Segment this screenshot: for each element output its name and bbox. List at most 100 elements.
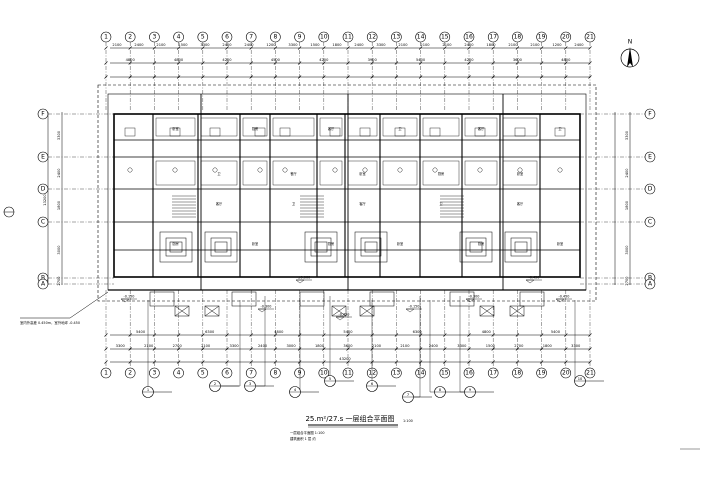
dim-text-right: 2400 — [625, 168, 629, 178]
dim-text-top-1: 2400 — [134, 43, 144, 47]
axis-bubble-top-label: 18 — [514, 34, 522, 41]
axis-bubble-left-label: C — [41, 219, 45, 226]
dim-text-top-1: 2100 — [508, 43, 518, 47]
axis-bubble-bottom-label: 9 — [298, 370, 302, 377]
axis-bubble-top: 15 — [439, 31, 451, 43]
axis-bubble-top-label: 20 — [562, 34, 570, 41]
axis-bubble-bottom-label: 17 — [489, 370, 497, 377]
dim-text-bottom-1: 1800 — [315, 344, 325, 348]
elevation-mark: -0.300 — [257, 305, 274, 313]
window-box-x — [174, 305, 190, 317]
dim-text-left: 3000 — [57, 245, 61, 255]
sofa-set — [504, 231, 538, 263]
window-box-x — [331, 305, 347, 317]
dim-text-top-1: 2100 — [112, 43, 122, 47]
detail-callout: 4 — [289, 300, 319, 398]
axis-bubble-left-label: A — [41, 281, 46, 288]
axis-bubble-top-label: 14 — [417, 34, 425, 41]
axis-bubble-top: 17 — [487, 31, 499, 43]
axis-bubble-bottom-label: 4 — [177, 370, 181, 377]
detail-callout: 5 — [324, 296, 354, 387]
detail-callout: 8 — [429, 300, 464, 398]
drawing-scale: 1:100 — [403, 419, 413, 423]
axis-bubble-top-label: 9 — [298, 34, 302, 41]
dim-text-bottom-1: 1800 — [543, 344, 553, 348]
dim-text-right: 3300 — [625, 130, 629, 140]
room-label: 卧室 — [172, 126, 178, 131]
room-label: 卫 — [558, 127, 562, 131]
drawing-subnote-1: 一层组合平面图 1:100 — [290, 430, 325, 435]
dim-text-bottom-1: 2100 — [372, 344, 382, 348]
dim-text-top-2: 4200 — [222, 58, 232, 62]
axis-bubble-top: 1 — [100, 31, 112, 43]
fixtures — [124, 127, 566, 317]
axis-bubble-top-label: 12 — [368, 34, 376, 41]
dim-text-top-2: 3600 — [513, 58, 523, 62]
room-label: 卫 — [398, 127, 402, 131]
dim-text-top-1: 2400 — [574, 43, 584, 47]
elevation-mark: -0.450 — [555, 295, 572, 303]
axis-bubble-bottom-label: 16 — [465, 370, 473, 377]
axis-bubble-top: 6 — [221, 31, 233, 43]
section-bubble-left — [3, 206, 15, 218]
axis-bubble-bottom-label: 1 — [104, 370, 108, 377]
axis-bubble-right-label: C — [648, 219, 652, 226]
elevation-marks: -0.150-0.300-0.450-0.150-0.300-0.450±0.0… — [120, 276, 572, 321]
axis-bubble-top-label: 1 — [104, 34, 108, 41]
detail-callout-label: 1 — [147, 388, 149, 392]
dim-text-bottom-2: 5400 — [136, 330, 146, 334]
stair — [300, 195, 324, 218]
axis-bubble-right: C — [644, 216, 656, 228]
elevation-mark: ±0.000 — [295, 276, 312, 284]
stair — [440, 195, 464, 218]
axis-bubble-right-label: D — [648, 186, 653, 193]
axis-bubble-left-label: E — [41, 154, 45, 161]
axis-bubble-bottom: 16 — [463, 367, 475, 379]
axis-bubble-top-label: 3 — [152, 34, 156, 41]
dim-text-left: 3300 — [57, 130, 61, 140]
axis-bubble-bottom-label: 6 — [225, 370, 229, 377]
axis-bubble-bottom-label: 18 — [514, 370, 522, 377]
axis-bubble-bottom-label: 2 — [128, 370, 132, 377]
dim-text-bottom-2: 4800 — [482, 330, 492, 334]
axis-bubble-bottom-label: 3 — [152, 370, 156, 377]
room-label: 客厅 — [216, 201, 223, 206]
sofa-set — [354, 231, 388, 263]
detail-callout-label: 10 — [578, 377, 583, 381]
detail-callout: 1 — [142, 300, 172, 398]
axis-bubble-top-label: 17 — [489, 34, 497, 41]
axis-bubble-bottom: 13 — [391, 367, 402, 379]
axis-bubble-bottom: 2 — [124, 367, 136, 379]
axis-bubble-top: 14 — [415, 31, 426, 43]
axis-bubble-bottom: 21 — [584, 367, 596, 379]
axis-bubble-bottom-label: 12 — [368, 370, 376, 377]
axis-bubble-top-label: 4 — [177, 34, 181, 41]
dim-text-left: 2400 — [57, 168, 61, 178]
room-label: 卧室 — [517, 171, 523, 176]
dim-text-bottom-1: 3300 — [116, 344, 126, 348]
dim-text-top-1: 2400 — [464, 43, 474, 47]
axis-bubble-right-label: F — [648, 111, 652, 118]
elevation-text: -0.450 — [529, 276, 540, 280]
detail-callout-label: 7 — [407, 393, 409, 397]
axis-bubble-top: 3 — [149, 31, 160, 43]
axis-bubble-bottom: 5 — [197, 367, 209, 379]
dim-text-top-2: 4800 — [126, 58, 136, 62]
axis-bubble-bottom: 10 — [318, 367, 330, 379]
room-label: 卫 — [292, 202, 296, 206]
axis-bubble-top-label: 8 — [273, 34, 277, 41]
dim-text-bottom-1: 1500 — [486, 344, 496, 348]
axis-bubble-bottom-label: 20 — [562, 370, 570, 377]
dim-text-right: 1800 — [625, 200, 629, 210]
dim-text-top-1: 2400 — [244, 43, 254, 47]
dim-text-bottom-1: 2100 — [201, 344, 211, 348]
axis-bubble-top: 10 — [318, 31, 330, 43]
axis-bubble-bottom: 8 — [270, 367, 281, 379]
dim-text-bottom-1: 2700 — [173, 344, 183, 348]
elevation-text: -0.300 — [469, 295, 480, 299]
dim-text-bottom-1: 2100 — [144, 344, 154, 348]
left-note: 室内外高差 0.450m，室外地坪 -0.450 — [20, 291, 109, 325]
dim-text-right: 3000 — [625, 245, 629, 255]
axis-bubble-top: 13 — [391, 31, 402, 43]
